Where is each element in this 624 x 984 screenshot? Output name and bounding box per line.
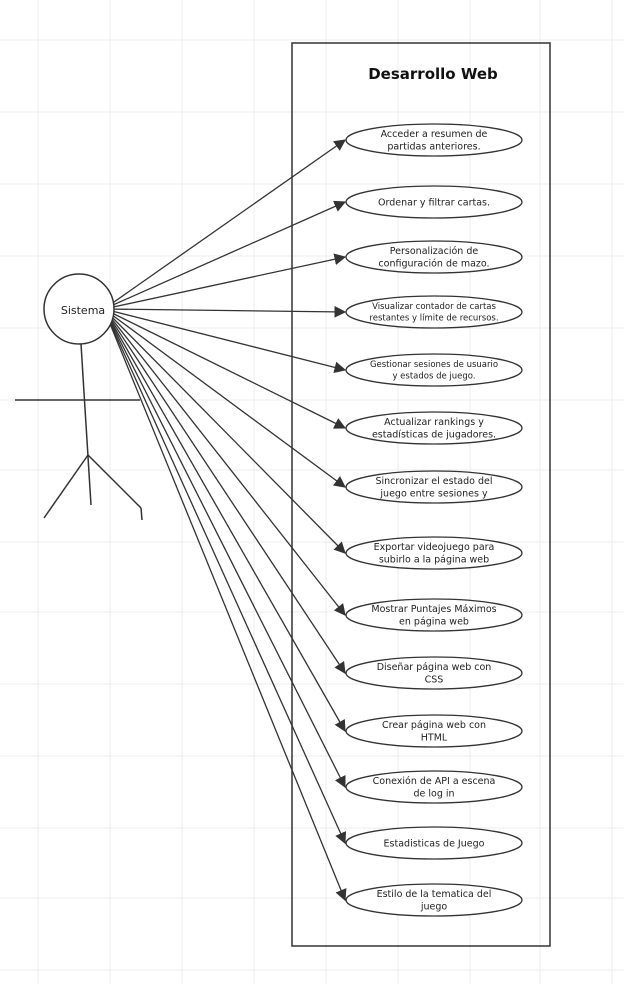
use-case-uc1[interactable]: Acceder a resumen de partidas anteriores.: [345, 123, 523, 157]
use-case-ellipse: [345, 123, 523, 157]
actor-sistema[interactable]: Sistema: [15, 273, 143, 521]
use-case-list: Acceder a resumen de partidas anteriores.…: [345, 123, 523, 917]
use-case-label: partidas anteriores.: [387, 142, 480, 153]
association-arrow: [103, 308, 346, 488]
use-case-label: Gestionar sesiones de usuario: [370, 360, 498, 370]
use-case-ellipse: [345, 656, 523, 690]
actor-right-foot: [140, 507, 143, 521]
use-case-label: Exportar videojuego para: [374, 542, 495, 553]
use-case-label: Conexión de API a escena: [373, 776, 496, 787]
use-case-label: en página web: [399, 617, 469, 628]
association-lines: [103, 139, 347, 902]
use-case-label: Mostrar Puntajes Máximos: [371, 604, 496, 615]
use-case-ellipse: [345, 598, 523, 632]
use-case-label: Estilo de la tematica del: [377, 889, 492, 900]
use-case-uc12[interactable]: Conexión de API a escena de log in: [345, 770, 523, 804]
actor-head: [43, 273, 115, 345]
association-arrow: [103, 308, 347, 902]
association-arrow: [103, 200, 347, 310]
use-case-ellipse: [345, 714, 523, 748]
actor-body: [80, 343, 92, 506]
use-case-label: juego: [420, 902, 448, 913]
use-case-ellipse: [345, 411, 523, 445]
use-case-uc4[interactable]: Visualizar contador de cartas restantes y…: [345, 295, 523, 329]
use-case-label: Estadisticas de Juego: [384, 838, 485, 849]
association-arrow: [103, 308, 347, 374]
actor-left-leg: [43, 454, 89, 519]
use-case-uc5[interactable]: Gestionar sesiones de usuario y estados d…: [345, 353, 523, 387]
association-arrow: [103, 253, 347, 310]
use-case-ellipse: [345, 883, 523, 917]
use-case-label: Visualizar contador de cartas: [372, 302, 496, 312]
association-arrow: [103, 308, 346, 674]
use-case-label: estadísticas de jugadores.: [372, 430, 496, 441]
use-case-ellipse: [345, 536, 523, 570]
system-title: Desarrollo Web: [368, 65, 498, 83]
use-case-label: Actualizar rankings y: [384, 417, 484, 428]
use-case-uc13[interactable]: Estadisticas de Juego: [345, 826, 523, 860]
system-boundary[interactable]: [291, 42, 551, 947]
use-case-ellipse: [345, 826, 523, 860]
use-case-label: de log in: [413, 789, 454, 800]
use-case-label: subirlo a la página web: [379, 555, 489, 566]
actor-right-leg: [87, 454, 142, 509]
association-arrow: [103, 139, 346, 310]
use-case-label: Acceder a resumen de: [381, 129, 488, 140]
use-case-label: restantes y límite de recursos.: [369, 314, 498, 324]
use-case-label: CSS: [425, 675, 444, 686]
use-case-ellipse: [345, 240, 523, 274]
use-case-label: configuración de mazo.: [378, 259, 489, 270]
association-arrow: [103, 306, 347, 318]
association-arrow: [103, 308, 347, 845]
use-case-label: Ordenar y filtrar cartas.: [378, 197, 490, 208]
use-case-label: Diseñar página web con: [377, 662, 492, 673]
use-case-ellipse: [345, 353, 523, 387]
association-arrow: [103, 308, 346, 616]
use-case-ellipse: [345, 770, 523, 804]
use-case-uc8[interactable]: Exportar videojuego para subirlo a la pág…: [345, 536, 523, 570]
use-case-label: Crear página web con: [382, 720, 486, 731]
use-case-uc7[interactable]: Sincronizar el estado del juego entre ses…: [345, 470, 523, 504]
use-case-uc9[interactable]: Mostrar Puntajes Máximos en página web: [345, 598, 523, 632]
association-arrow: [103, 308, 346, 789]
use-case-label: y estados de juego.: [392, 372, 475, 382]
use-case-ellipse: [345, 185, 523, 219]
association-arrow: [103, 308, 347, 429]
use-case-ellipse: [345, 295, 523, 329]
use-case-ellipse: [345, 470, 523, 504]
association-arrow: [103, 308, 346, 554]
use-case-label: Personalización de: [390, 246, 479, 257]
use-case-label: HTML: [421, 733, 448, 744]
use-case-uc2[interactable]: Ordenar y filtrar cartas.: [345, 185, 523, 219]
use-case-label: juego entre sesiones y: [379, 489, 488, 500]
use-case-uc6[interactable]: Actualizar rankings y estadísticas de jug…: [345, 411, 523, 445]
use-case-label: Sincronizar el estado del: [375, 476, 492, 487]
use-case-uc3[interactable]: Personalización de configuración de mazo.: [345, 240, 523, 274]
actor-label: Sistema: [61, 304, 105, 317]
use-case-uc14[interactable]: Estilo de la tematica del juego: [345, 883, 523, 917]
association-arrow: [103, 308, 346, 733]
